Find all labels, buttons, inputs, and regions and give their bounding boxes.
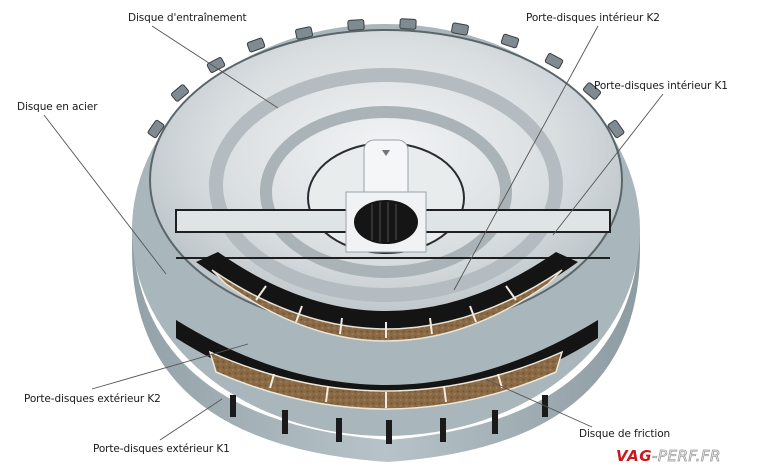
leader-line-porte-disques-interieur-k2	[453, 25, 599, 291]
rim-teeth	[147, 18, 625, 139]
watermark-domain: -PERF.FR	[652, 447, 721, 466]
watermark-brand: VAG	[616, 447, 653, 465]
outer-friction-ring	[176, 320, 598, 410]
leader-line-porte-disques-interieur-k1	[552, 93, 664, 236]
label-disque-entrainement: Disque d'entraînement	[128, 12, 247, 24]
leader-line-porte-disques-exterieur-k1	[159, 398, 223, 441]
label-porte-disques-exterieur-k2: Porte-disques extérieur K2	[24, 393, 161, 405]
label-disque-de-friction: Disque de friction	[579, 428, 671, 440]
leader-line-disque-de-friction	[486, 379, 593, 428]
label-porte-disques-interieur-k2: Porte-disques intérieur K2	[526, 12, 660, 24]
watermark-logo: VAG-PERF.FR	[616, 447, 721, 466]
central-hub	[345, 139, 427, 253]
leader-line-disque-en-acier	[43, 114, 167, 275]
label-porte-disques-exterieur-k1: Porte-disques extérieur K1	[93, 443, 230, 455]
leader-line-porte-disques-exterieur-k2	[91, 343, 249, 390]
label-porte-disques-interieur-k1: Porte-disques intérieur K1	[594, 80, 728, 92]
leader-lines	[43, 25, 664, 441]
leader-line-disque-entrainement	[151, 25, 279, 109]
label-disque-en-acier: Disque en acier	[17, 101, 98, 113]
inner-friction-ring	[196, 252, 578, 342]
